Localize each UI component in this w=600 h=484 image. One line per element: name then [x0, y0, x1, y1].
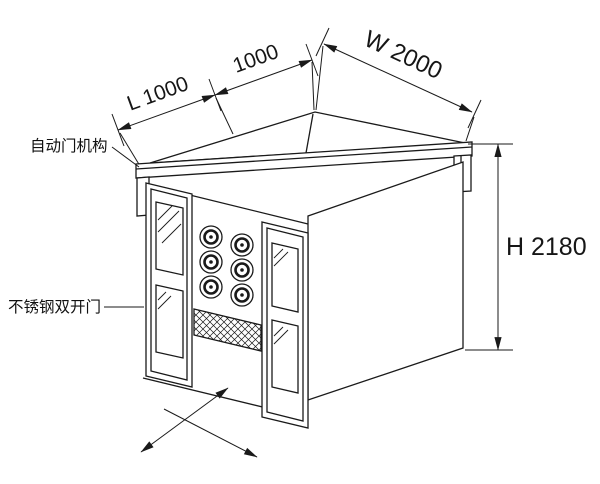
extension-line: [311, 61, 315, 111]
air-nozzle-icon: [230, 258, 254, 282]
nozzle-panel: [193, 225, 262, 352]
air-nozzle-icon: [199, 250, 223, 274]
extension-line: [215, 97, 234, 135]
dimension-height: H 2180: [465, 143, 587, 351]
left-door-lower-window: [155, 284, 184, 359]
mesh-grille: [193, 308, 262, 352]
glass-hatch: [157, 205, 182, 310]
right-side-wall: [307, 161, 464, 401]
dimension-line-l1: [117, 94, 216, 131]
callout-auto-door: 自动门机构: [30, 137, 140, 168]
air-nozzle-icon: [230, 233, 254, 257]
air-nozzle-icon: [199, 275, 223, 299]
right-door-inner-frame: [266, 227, 304, 422]
left-door-inner-frame: [150, 188, 188, 381]
extension-tick: [315, 27, 330, 57]
auto-door-label: 自动门机构: [30, 137, 108, 155]
left-door-upper-window: [155, 201, 184, 276]
beam-mid-line: [135, 146, 473, 170]
door-swing-arrows: [140, 387, 258, 458]
dimension-line-w: [323, 43, 473, 113]
dimension-line-l2: [214, 59, 313, 96]
beam-front-face: [135, 141, 473, 179]
right-door-panel: [261, 221, 309, 429]
roof-seam-line: [305, 113, 314, 154]
extension-line: [465, 116, 475, 142]
callout-double-door: 不锈钢双开门: [8, 298, 144, 316]
dimension-label-l1000: L 1000: [124, 72, 191, 115]
right-door: [261, 221, 309, 429]
extension-line: [315, 45, 324, 111]
left-door: [145, 182, 193, 388]
extension-line: [119, 132, 141, 167]
glass-hatch: [273, 248, 289, 345]
extension-tick: [467, 99, 482, 129]
dimension-label-w2000: W 2000: [360, 25, 446, 84]
dimension-label-h2180: H 2180: [506, 233, 587, 261]
right-door-upper-window: [271, 242, 299, 313]
air-nozzle-icon: [230, 283, 254, 307]
double-door-label: 不锈钢双开门: [8, 298, 101, 316]
left-door-panel: [145, 182, 193, 388]
dimension-label-1000: 1000: [230, 40, 282, 78]
right-door-lower-window: [271, 319, 299, 394]
leader-line: [111, 146, 140, 168]
right-wall-face: [307, 161, 464, 401]
swing-arrow-icon: [163, 408, 258, 458]
air-nozzle-icon: [199, 225, 223, 249]
